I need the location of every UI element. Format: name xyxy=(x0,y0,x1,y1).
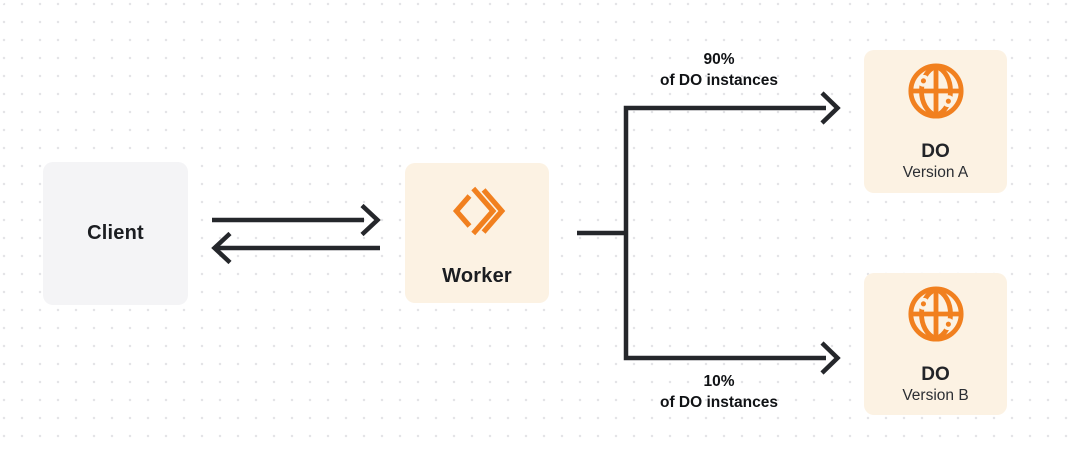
arrow-client-to-worker xyxy=(212,203,381,237)
do-b-title: DO xyxy=(921,364,950,385)
top-branch-percent: 90% xyxy=(703,51,735,68)
do-b-subtitle: Version B xyxy=(902,387,969,404)
bottom-branch-caption: of DO instances xyxy=(660,393,778,411)
globe-icon xyxy=(907,286,964,342)
arrowhead-to-do-a xyxy=(820,91,841,125)
arrowhead-to-do-b xyxy=(820,341,841,375)
top-branch-caption: of DO instances xyxy=(660,71,778,89)
client-label: Client xyxy=(87,222,144,244)
globe-icon xyxy=(907,63,964,119)
bottom-branch-label: 10% of DO instances xyxy=(609,372,829,413)
bottom-branch-percent: 10% xyxy=(703,373,735,390)
do-a-subtitle: Version A xyxy=(902,164,969,181)
do-a-title: DO xyxy=(921,141,950,162)
client-node: Client xyxy=(43,162,188,305)
arrow-worker-to-client xyxy=(211,231,380,265)
do-version-b-node: DO Version B xyxy=(864,273,1007,415)
workers-chevrons-icon xyxy=(452,186,506,236)
branch-tree xyxy=(623,105,826,361)
top-branch-label: 90% of DO instances xyxy=(609,50,829,91)
do-version-a-node: DO Version A xyxy=(864,50,1007,193)
worker-label: Worker xyxy=(442,265,512,287)
worker-node: Worker xyxy=(405,163,549,303)
